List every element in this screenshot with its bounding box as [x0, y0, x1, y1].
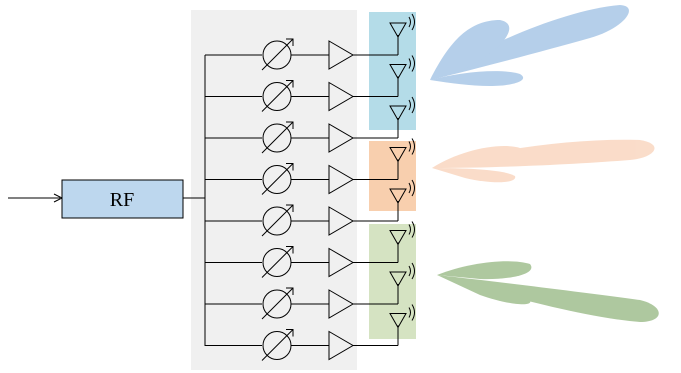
channel-4 [205, 138, 415, 195]
antenna-icon [389, 304, 415, 346]
amplifier-icon [328, 123, 354, 153]
subarray-box-green [369, 224, 416, 339]
antenna-icon [389, 55, 415, 97]
antenna-icon [389, 138, 415, 180]
channel-1 [205, 13, 415, 71]
amplifier-icon [328, 247, 354, 278]
channel-7 [205, 262, 415, 320]
amplifier-icon [328, 164, 354, 195]
beam-green [437, 261, 659, 322]
channel-5 [205, 179, 415, 237]
amplifier-icon [328, 330, 354, 361]
channel-6 [205, 221, 415, 278]
channel-8 [205, 304, 415, 361]
antenna-icon [389, 13, 415, 55]
amplifier-icon [328, 81, 354, 112]
rf-block [61, 179, 184, 219]
arrow-right-icon [8, 193, 64, 203]
channel-3 [205, 96, 415, 154]
amplifier-icon [328, 40, 354, 70]
subarray-box-blue [369, 12, 416, 130]
amplifier-icon [328, 206, 354, 236]
beam-orange [432, 139, 655, 183]
beam-blue [430, 5, 629, 86]
amplifier-icon [328, 289, 354, 319]
antenna-icon [389, 179, 415, 221]
rf-block-label: RF [110, 189, 134, 211]
antenna-icon [389, 96, 415, 138]
channel-2 [205, 55, 415, 112]
antenna-icon [389, 262, 415, 304]
antenna-icon [389, 221, 415, 263]
